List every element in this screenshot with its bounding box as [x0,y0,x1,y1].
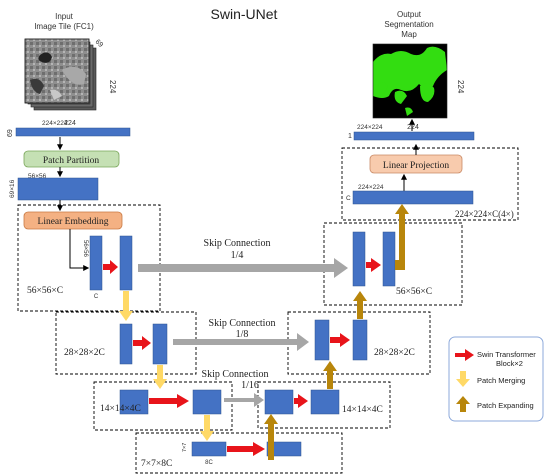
bottleneck-block-b [266,441,302,457]
swin-arrows [103,258,381,456]
input-bar-width: 224 [64,120,76,127]
segmentation-map-image [372,43,448,119]
legend-expand-label: Patch Expanding [477,401,534,410]
skip-1-ratio: 1/4 [231,250,244,261]
diagram-title: Swin-UNet [211,6,278,22]
skip-arrow-1 [138,258,348,278]
linear-embedding-label: Linear Embedding [38,217,109,227]
output-bar-width: 224 [407,124,419,131]
skip-arrow-2 [173,333,309,351]
dec2-label: 28×28×2C [374,348,415,358]
bottleneck-box [135,432,343,474]
skip-3-ratio: 1/16 [241,380,259,391]
dec3-block-b [310,389,340,415]
enc2-block-a [119,323,133,365]
skip-connections [138,258,348,407]
dec1-block-a [352,231,366,287]
merge-arrow-2 [153,365,167,389]
merge-arrow-1 [119,291,133,321]
proj-channel: C [346,195,351,202]
skip-2-ratio: 1/8 [236,329,249,340]
dec3-block-a [264,389,294,415]
enc3-block-b [192,389,222,415]
swin-arrow-bottleneck [227,442,265,456]
linear-projection-label: Linear Projection [383,161,449,171]
legend-swin-label-2: Block×2 [496,359,523,368]
expand-arrow-1 [264,414,278,460]
expand-arrow-4 [395,204,409,270]
output-bar-channel: 1 [348,133,352,140]
dec1-block-b [382,231,396,287]
encoder-stage1-box [17,204,161,312]
skip-arrow-3 [224,393,264,407]
projection-bar [352,190,474,205]
encoder-stage3-box [93,381,233,431]
skip-2-label: Skip Connection [209,318,276,329]
dec3-label: 14×14×4C [342,405,383,415]
swin-arrow-enc2 [133,336,151,350]
output-bar [353,131,475,141]
expand-arrow-3 [353,291,367,319]
arrow-embed-to-block [69,229,90,271]
patch-partition-box: Patch Partition [23,150,120,168]
dec1-label: 56×56×C [396,287,432,297]
projection-box-label: 224×224×C(4×) [455,209,514,219]
dec2-block-b [352,319,368,361]
partition-size-tag: 56×56 [28,173,47,180]
skip-1-label: Skip Connection [204,238,271,249]
enc2-label: 28×28×2C [64,348,105,358]
input-bar [15,127,131,137]
output-side-dim: 224 [456,80,465,94]
legend: Swin Transformer Block×2 Patch Merging P… [448,336,544,422]
patch-partition-label: Patch Partition [43,156,99,166]
bottleneck-channel-tag: 8C [205,460,213,466]
swin-arrow-dec1 [366,258,381,272]
partition-channel-tag: 69×16 [9,179,16,198]
input-side-dim: 224 [108,80,117,94]
bottleneck-label: 7×7×8C [141,459,172,469]
legend-expand-arrow [456,396,470,412]
swin-arrow-enc1 [103,260,118,274]
proj-lower-size: 224×224 [358,184,384,191]
enc1-channel-tag: C [94,294,99,300]
bottleneck-size-tag: 7×7 [182,443,188,452]
projection-box [341,147,519,221]
output-caption-3: Map [401,30,417,39]
swin-arrow-dec3 [294,394,308,408]
decoder-stage3-box [257,381,391,429]
output-bar-size: 224×224 [357,124,383,131]
output-caption-1: Output [397,10,422,19]
patch-expanding-arrows [264,204,409,460]
enc1-block-a [89,235,103,291]
enc2-block-b [152,323,168,365]
partition-output-block [17,177,99,201]
input-bar-size: 224×224 [42,120,68,127]
bottleneck-block-a [191,441,227,457]
enc3-block-a [119,389,149,415]
input-caption-1: Input [55,12,74,21]
input-bar-channel: 69 [7,129,14,137]
legend-merge-label: Patch Merging [477,376,525,385]
merge-arrow-3 [200,415,214,441]
input-top-channel: 69 [94,38,105,49]
input-caption-2: Image Tile (FC1) [34,22,94,31]
enc1-label: 56×56×C [27,286,63,296]
patch-merging-arrows [119,291,214,441]
legend-swin-arrow [455,349,474,361]
linear-projection-box: Linear Projection [369,154,463,174]
enc1-size-tag: 56×56 [82,240,88,258]
linear-embedding-box: Linear Embedding [23,211,123,230]
expand-arrow-2 [323,361,337,389]
legend-swin-label: Swin Transformer [477,350,536,359]
legend-merge-arrow [456,371,470,387]
enc3-label: 14×14×4C [100,404,141,414]
enc1-block-b [119,235,133,291]
output-caption-2: Segmentation [384,20,433,29]
dec2-block-a [314,319,330,361]
input-image-stack [24,38,97,111]
skip-3-label: Skip Connection [202,369,269,380]
swin-arrow-dec2 [330,333,350,347]
swin-arrow-enc3 [149,394,189,408]
